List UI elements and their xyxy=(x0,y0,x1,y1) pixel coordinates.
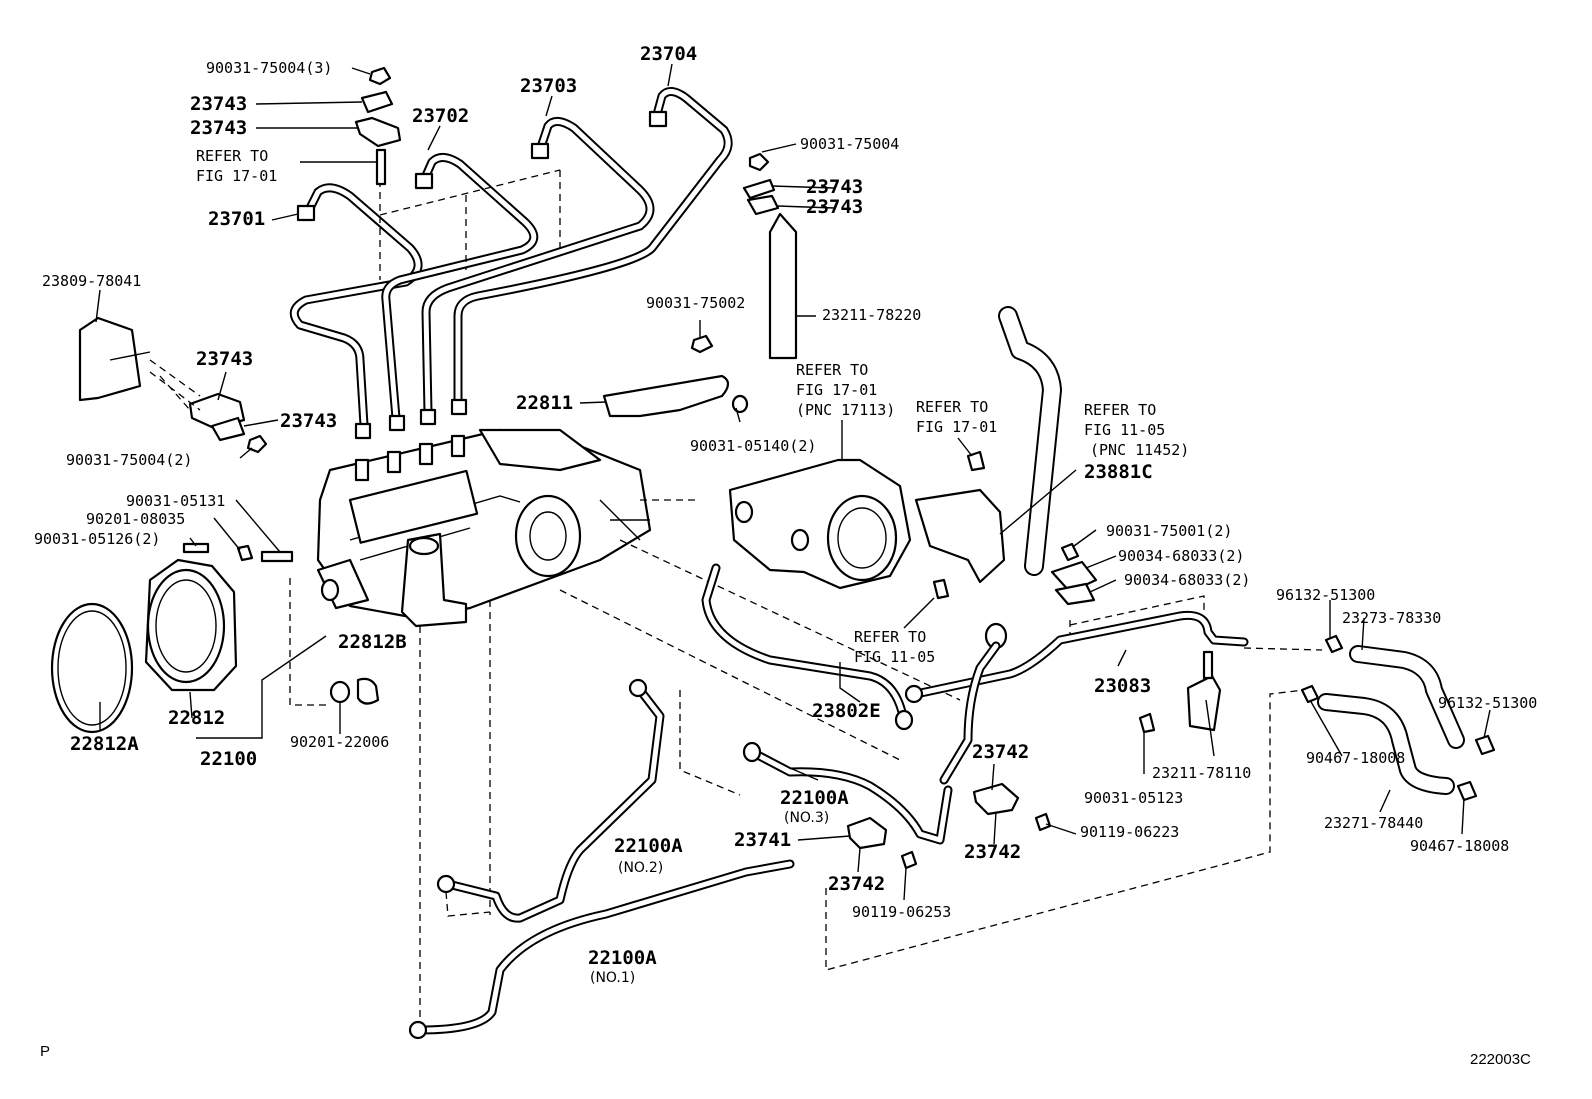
label-23809-78041: 23809-78041 xyxy=(42,272,141,290)
label-refer-1105-a-line3: (PNC 11452) xyxy=(1090,441,1189,459)
label-90031-05126-2: 90031-05126(2) xyxy=(34,530,160,548)
flange-22812 xyxy=(50,542,294,734)
label-23211-78220: 23211-78220 xyxy=(822,306,921,324)
pipe-23802e xyxy=(701,563,914,731)
bracket-23809-78041-assembly xyxy=(78,316,268,454)
label-90031-05140-2: 90031-05140(2) xyxy=(690,437,816,455)
label-22100: 22100 xyxy=(200,748,257,770)
injection-pipes xyxy=(289,87,733,440)
label-23743-e: 23743 xyxy=(196,348,253,370)
label-23743-b: 23743 xyxy=(190,117,247,139)
label-refer-1105-a-line2: FIG 11-05 xyxy=(1084,421,1165,439)
label-23881c: 23881C xyxy=(1084,461,1153,483)
label-22100a-no2-sub: (NO.2) xyxy=(618,860,663,876)
label-22812a: 22812A xyxy=(70,733,139,755)
plug-22812b xyxy=(329,677,380,705)
label-90031-05131: 90031-05131 xyxy=(126,492,225,510)
label-23271-78440: 23271-78440 xyxy=(1324,814,1423,832)
injection-pump-body xyxy=(316,428,652,628)
label-22812: 22812 xyxy=(168,707,225,729)
label-90201-22006: 90201-22006 xyxy=(290,733,389,751)
label-22812b: 22812B xyxy=(338,631,407,653)
bracket-23211-78110 xyxy=(1186,650,1222,732)
bracket-22811 xyxy=(602,374,749,418)
label-90031-75002: 90031-75002 xyxy=(646,294,745,312)
label-90031-75004-3: 90031-75004(3) xyxy=(206,59,332,77)
label-90031-75001-2: 90031-75001(2) xyxy=(1106,522,1232,540)
bottom-clamps xyxy=(846,712,1156,870)
label-90034-68033-a: 90034-68033(2) xyxy=(1118,547,1244,565)
label-90119-06253: 90119-06253 xyxy=(852,903,951,921)
label-refer-1105-a-line1: REFER TO xyxy=(1084,401,1156,419)
label-23702: 23702 xyxy=(412,105,469,127)
label-23741: 23741 xyxy=(734,829,791,851)
label-22100a-no2: 22100A xyxy=(614,835,683,857)
label-23743-f: 23743 xyxy=(280,410,337,432)
pipe-22100a-no3 xyxy=(742,741,953,845)
label-90201-08035: 90201-08035 xyxy=(86,510,185,528)
intake-adapter xyxy=(728,450,1006,600)
label-23704: 23704 xyxy=(640,43,697,65)
label-23742-a: 23742 xyxy=(972,741,1029,763)
label-refer-1701-b-line1: REFER TO xyxy=(796,361,868,379)
label-90031-75004-2: 90031-75004(2) xyxy=(66,451,192,469)
label-refer-1105-b-line1: REFER TO xyxy=(854,628,926,646)
label-23743-c: 23743 xyxy=(806,176,863,198)
label-23703: 23703 xyxy=(520,75,577,97)
label-23083: 23083 xyxy=(1094,675,1151,697)
label-22100a-no1-sub: (NO.1) xyxy=(590,970,635,986)
leader-lines xyxy=(95,63,1491,901)
label-23273-78330: 23273-78330 xyxy=(1342,609,1441,627)
part-labels: 90031-75004(3) 23743 23743 REFER TO FIG … xyxy=(34,43,1537,1068)
clip-assembly-90034 xyxy=(1050,542,1205,640)
label-23743-d: 23743 xyxy=(806,196,863,218)
label-23742-c: 23742 xyxy=(828,873,885,895)
figure-code: 222003C xyxy=(1470,1051,1531,1068)
label-22100a-no3: 22100A xyxy=(780,787,849,809)
bracket-23211-78220-assembly xyxy=(690,152,798,360)
pipe-23083 xyxy=(904,610,1249,785)
label-refer-1105-b-line2: FIG 11-05 xyxy=(854,648,935,666)
label-90034-68033-b: 90034-68033(2) xyxy=(1124,571,1250,589)
label-23742-b: 23742 xyxy=(964,841,1021,863)
label-96132-51300-b: 96132-51300 xyxy=(1438,694,1537,712)
label-90467-18008-b: 90467-18008 xyxy=(1410,837,1509,855)
label-90031-05123: 90031-05123 xyxy=(1084,789,1183,807)
label-96132-51300-a: 96132-51300 xyxy=(1276,586,1375,604)
label-90119-06223: 90119-06223 xyxy=(1080,823,1179,841)
label-90031-75004: 90031-75004 xyxy=(800,135,899,153)
label-22100a-no1: 22100A xyxy=(588,947,657,969)
label-22100a-no3-sub: (NO.3) xyxy=(784,810,829,826)
hose-23273-78330 xyxy=(1324,634,1496,756)
label-refer-1701-b-line2: FIG 17-01 xyxy=(796,381,877,399)
top-clamp-assembly xyxy=(354,66,402,186)
label-refer-1701-b-line3: (PNC 17113) xyxy=(796,401,895,419)
label-refer-1701-a-line2: FIG 17-01 xyxy=(196,167,277,185)
corner-mark-p: P xyxy=(40,1043,50,1060)
label-23211-78110: 23211-78110 xyxy=(1152,764,1251,782)
label-refer-1701-c-line2: FIG 17-01 xyxy=(916,418,997,436)
label-23802e: 23802E xyxy=(812,700,881,722)
hose-23271-78440 xyxy=(1300,684,1478,802)
pipe-22100a-no1 xyxy=(408,859,795,1040)
pipe-22100a-no2 xyxy=(436,678,665,923)
hose-23881c xyxy=(998,306,1062,576)
label-22811: 22811 xyxy=(516,392,573,414)
label-refer-1701-c-line1: REFER TO xyxy=(916,398,988,416)
label-90467-18008-a: 90467-18008 xyxy=(1306,749,1405,767)
label-refer-1701-a-line1: REFER TO xyxy=(196,147,268,165)
label-23701: 23701 xyxy=(208,208,265,230)
label-23743-a: 23743 xyxy=(190,93,247,115)
